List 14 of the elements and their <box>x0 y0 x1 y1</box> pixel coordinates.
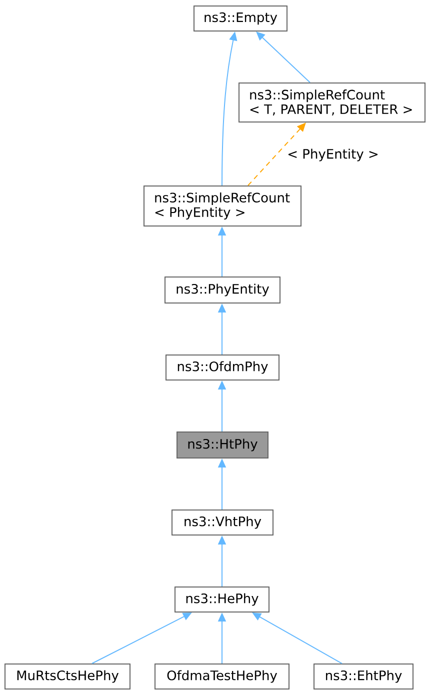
class-box: ns3::Empty <box>194 6 288 32</box>
class-box: OfdmaTestHePhy <box>154 664 290 690</box>
class-box: ns3::OfdmPhy <box>166 354 280 380</box>
class-box: ns3::EhtPhy <box>314 664 414 690</box>
class-box: ns3::HtPhy <box>176 432 268 458</box>
class-box: MuRtsCtsHePhy <box>4 664 130 690</box>
class-box: ns3::VhtPhy <box>172 510 274 536</box>
class-box: ns3::SimpleRefCount < PhyEntity > <box>144 186 302 226</box>
edge-label: < PhyEntity > <box>286 148 380 162</box>
dashed-arrow <box>248 122 306 186</box>
arrow <box>256 32 310 83</box>
class-box: ns3::SimpleRefCount < T, PARENT, DELETER > <box>238 82 426 122</box>
class-box: ns3::HePhy <box>174 586 270 612</box>
class-box: ns3::PhyEntity <box>164 276 280 304</box>
